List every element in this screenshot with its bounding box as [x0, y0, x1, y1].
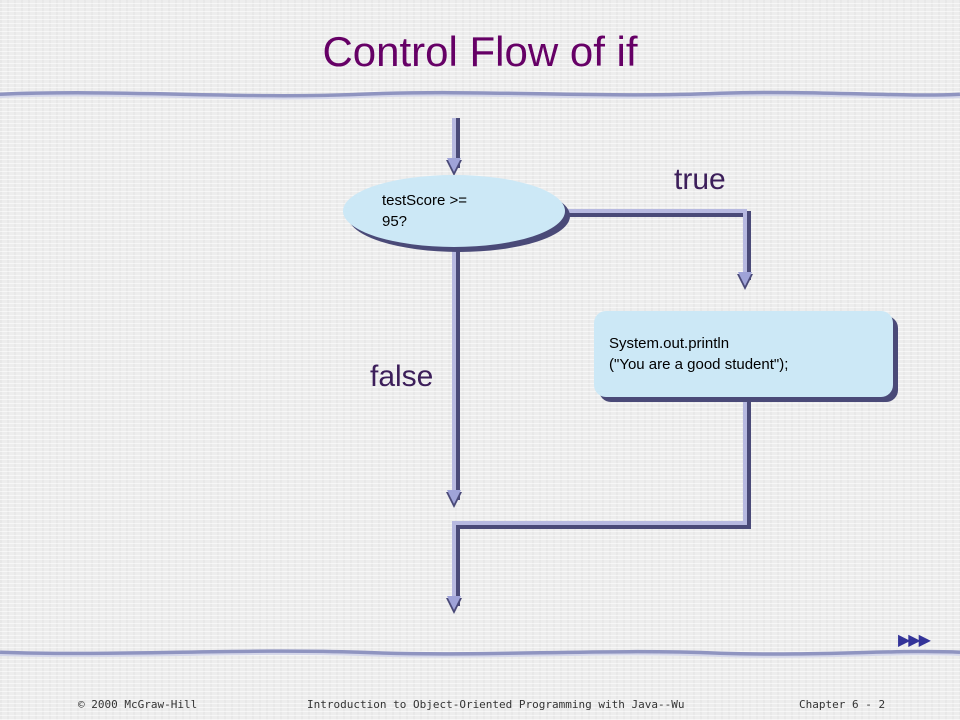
- bottom-divider: [0, 649, 960, 658]
- footer-copyright: © 2000 McGraw-Hill: [78, 698, 198, 711]
- true-branch-flowline: [565, 209, 753, 290]
- false-label: false: [370, 360, 434, 393]
- statement-node: [594, 311, 898, 402]
- true-label: true: [674, 163, 726, 196]
- top-divider: [0, 90, 960, 100]
- footer-book-title: Introduction to Object-Oriented Programm…: [307, 698, 685, 711]
- condition-text: testScore >= 95?: [382, 192, 468, 230]
- statement-text: System.out.println ("You are a good stud…: [609, 335, 789, 373]
- condition-node: [343, 175, 570, 252]
- merge-flowline: [446, 398, 751, 614]
- slide-title: Control Flow of if: [322, 28, 638, 75]
- footer-chapter: Chapter 6 - 2: [799, 698, 886, 711]
- false-branch-flowline: [446, 250, 462, 508]
- next-slide-arrows-icon[interactable]: ▶▶▶: [898, 632, 931, 649]
- entry-flowline: [446, 118, 462, 176]
